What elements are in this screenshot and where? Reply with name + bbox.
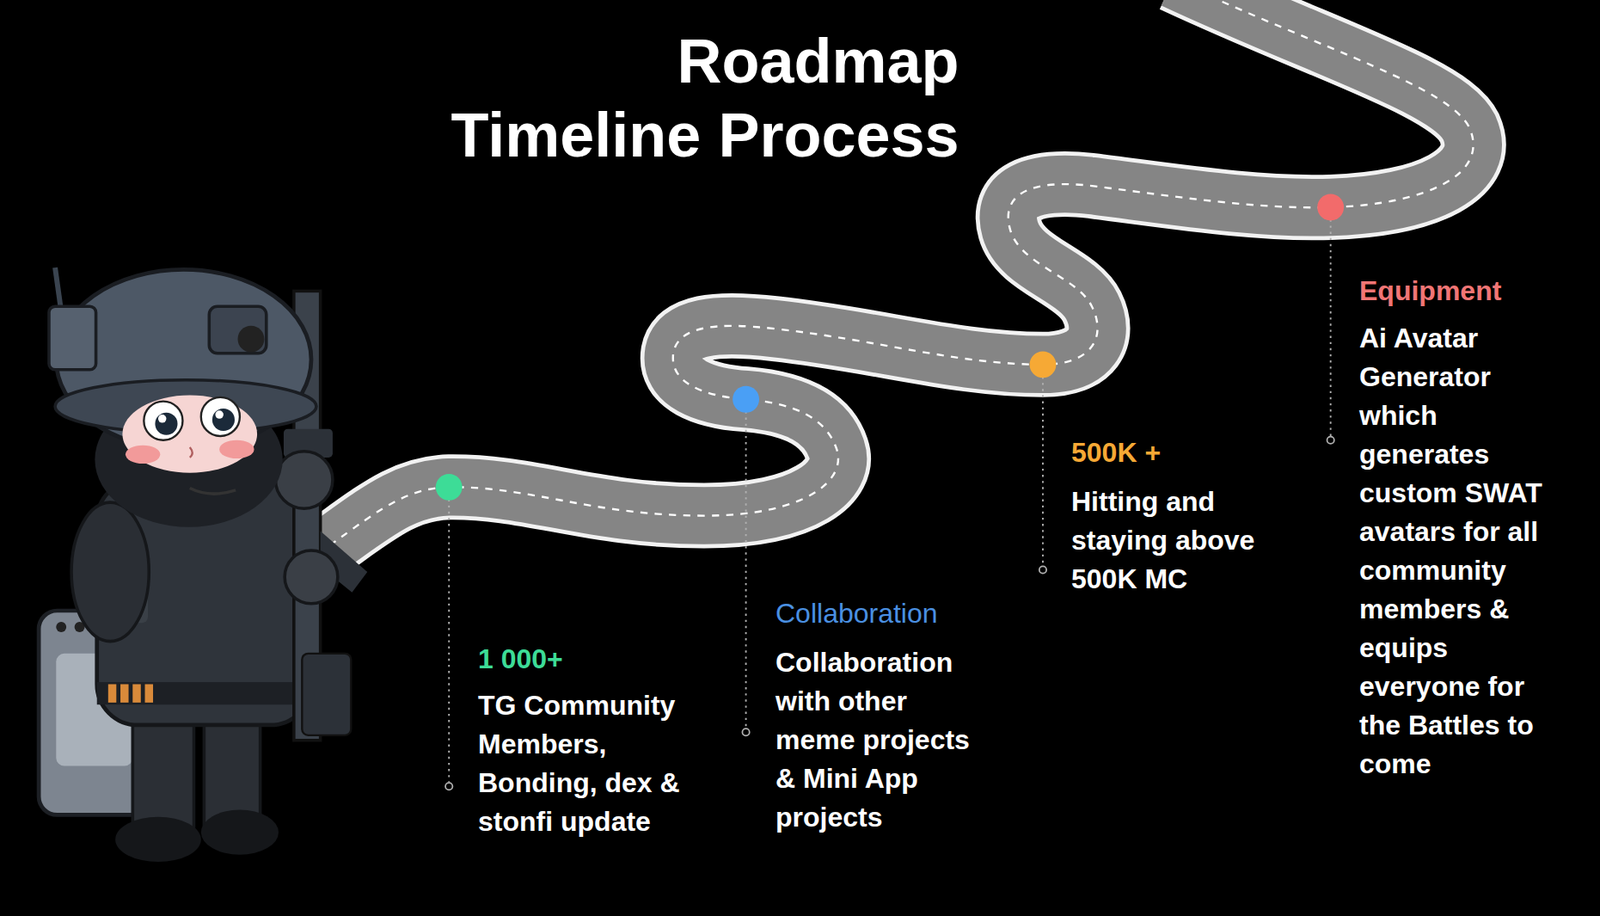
milestone-text: Collaboration with other meme projects &… bbox=[775, 643, 982, 837]
milestone-dots bbox=[435, 194, 1344, 501]
title: Roadmap Timeline Process bbox=[429, 24, 960, 172]
milestone-heading: Equipment bbox=[1359, 273, 1502, 308]
milestone-text: TG Community Members, Bonding, dex & sto… bbox=[478, 686, 724, 841]
swat-mascot bbox=[38, 267, 368, 862]
road bbox=[306, 0, 1474, 562]
milestone-heading: 1 000+ bbox=[478, 641, 564, 676]
milestone-text: Hitting and staying above 500K MC bbox=[1071, 482, 1287, 599]
milestone-heading: 500K + bbox=[1071, 435, 1161, 470]
milestone-heading: Collaboration bbox=[775, 595, 938, 631]
milestone-text: Ai Avatar Generator which generates cust… bbox=[1359, 318, 1562, 784]
